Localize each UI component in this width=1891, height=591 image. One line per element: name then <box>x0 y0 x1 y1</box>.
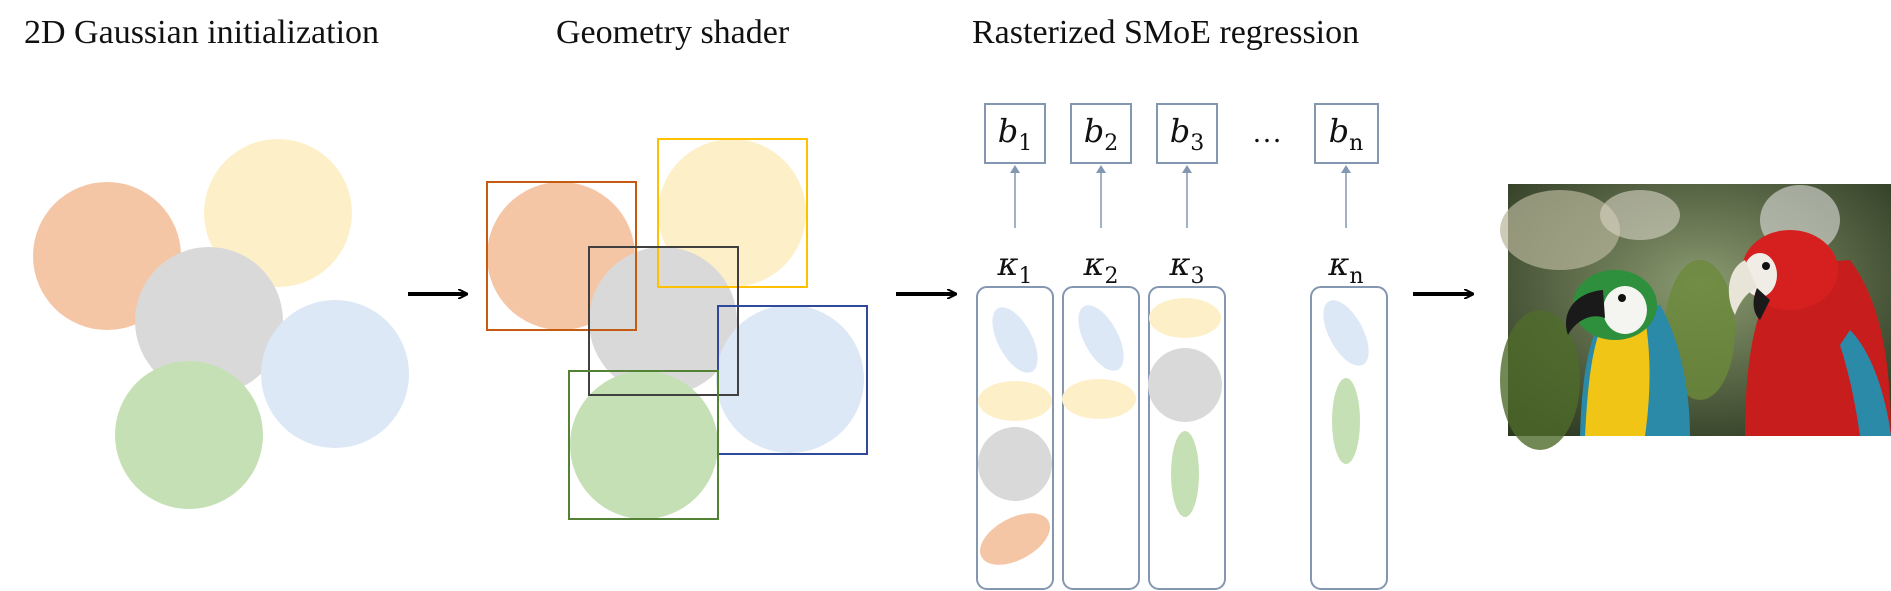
heading-initialization: 2D Gaussian initialization <box>24 14 380 51</box>
kernel-label-1: κ1 <box>997 245 1033 289</box>
expert-box-3 <box>1156 103 1218 164</box>
expert-label-1: b1 <box>998 112 1032 156</box>
bbox-orange <box>486 181 637 331</box>
kernel-gray-c1 <box>978 427 1052 501</box>
kernel-labels: κ1 κ2 κ3 κn <box>997 245 1364 289</box>
kernel-label-2: κ2 <box>1083 245 1119 289</box>
kernel-gray-c3 <box>1148 348 1222 422</box>
kernel-green-c3 <box>1171 431 1199 517</box>
kernel-blue-c2 <box>1078 305 1124 371</box>
gaussian-yellow-bbox-circle <box>658 139 806 287</box>
expert-boxes: b1 b2 b3 … bn <box>984 103 1379 164</box>
gaussian-gray-bbox-circle <box>589 247 737 395</box>
kernel-label-n: κn <box>1327 245 1363 289</box>
gaussian-gray <box>135 247 283 395</box>
gaussian-blue <box>261 300 409 448</box>
gaussian-green-bbox-circle <box>570 371 718 519</box>
expert-label-n: bn <box>1329 112 1364 156</box>
expert-box-1 <box>984 103 1046 164</box>
gaussian-blue-bbox-circle <box>716 305 864 453</box>
kernel-green-cn <box>1332 378 1360 464</box>
gaussian-green <box>115 361 263 509</box>
kernel-orange-c1 <box>980 513 1050 565</box>
expert-label-3: b3 <box>1170 112 1204 156</box>
bbox-gray <box>588 246 739 396</box>
expert-label-2: b2 <box>1084 112 1118 156</box>
expert-arrows <box>1010 165 1351 228</box>
kernel-column-2 <box>1062 286 1140 590</box>
initial-gaussians <box>33 139 409 509</box>
experts-ellipsis: … <box>1252 116 1282 149</box>
gaussian-yellow <box>204 139 352 287</box>
expert-box-2 <box>1070 103 1132 164</box>
kernel-label-3: κ3 <box>1169 245 1205 289</box>
bbox-yellow <box>657 138 808 288</box>
kernel-column-n <box>1310 286 1388 590</box>
kernel-blue-c1 <box>992 307 1038 373</box>
kernel-yellow-c2 <box>1062 379 1136 419</box>
kernel-column-1 <box>976 286 1054 590</box>
bbox-green <box>568 370 719 520</box>
kernel-yellow-c3 <box>1149 298 1221 338</box>
kernel-yellow-c1 <box>978 381 1052 421</box>
output-parrots-image <box>1500 184 1891 450</box>
expert-box-n <box>1314 103 1379 164</box>
kernel-blue-cn <box>1323 300 1369 366</box>
kernel-columns <box>976 286 1388 590</box>
heading-smoe-regression: Rasterized SMoE regression <box>972 14 1360 51</box>
kernel-column-3 <box>1148 286 1226 590</box>
geometry-shader-boxes <box>486 138 868 520</box>
heading-geometry-shader: Geometry shader <box>556 14 790 51</box>
